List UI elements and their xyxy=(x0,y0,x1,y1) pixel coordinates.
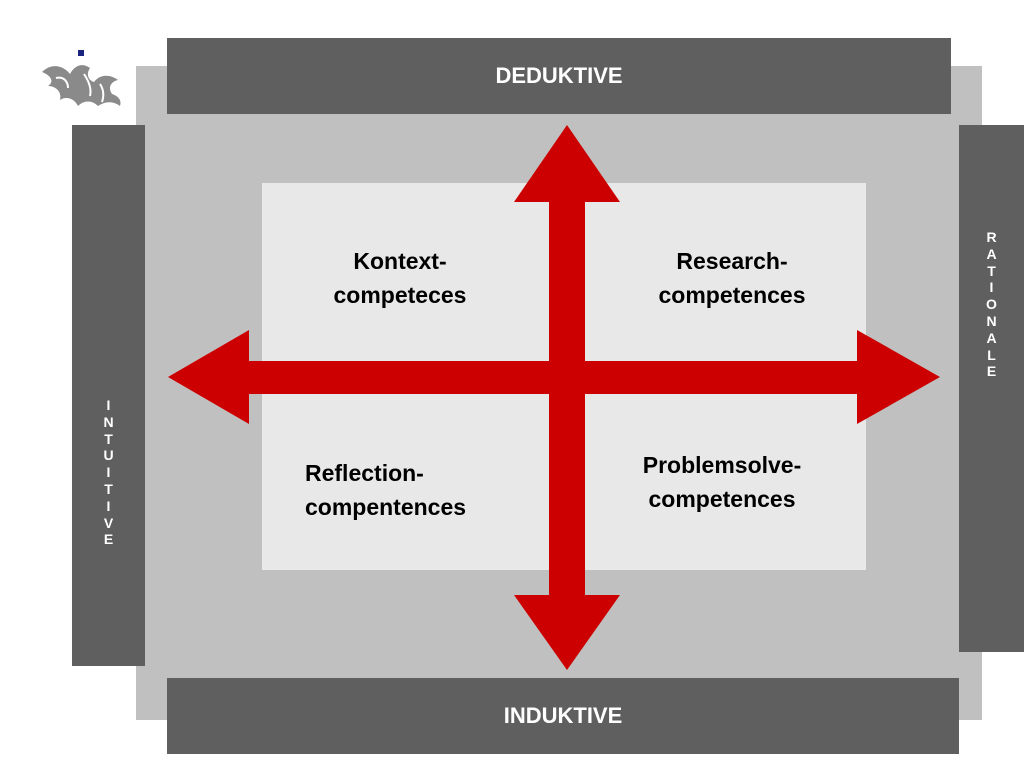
vertical-letter: V xyxy=(103,514,114,531)
flame-logo-icon xyxy=(42,50,121,106)
vertical-letter: I xyxy=(989,279,994,296)
vertical-letter: N xyxy=(103,413,114,430)
vertical-letter: I xyxy=(106,497,111,514)
inductive-label: INDUKTIVE xyxy=(503,703,623,728)
quadrant-line: Problemsolve- xyxy=(642,452,802,478)
vertical-letter: E xyxy=(986,363,997,380)
vertical-letter: T xyxy=(987,262,996,279)
horizontal-arrow xyxy=(168,330,940,424)
quadrant-reflection-competences: Reflection- compentences xyxy=(305,456,535,524)
quadrant-research-competences: Research- competences xyxy=(630,244,834,312)
vertical-letter: T xyxy=(104,430,113,447)
vertical-letter: L xyxy=(987,346,996,363)
quadrant-context-competences: Kontext- competeces xyxy=(300,244,500,312)
vertical-arrow xyxy=(514,125,620,670)
vertical-letter: I xyxy=(106,397,111,413)
quadrant-line: competences xyxy=(648,486,796,512)
quadrant-line: competeces xyxy=(333,282,467,308)
vertical-letter: O xyxy=(986,296,997,313)
vertical-letter: T xyxy=(104,480,113,497)
vertical-letter: A xyxy=(986,245,997,262)
deductive-label: DEDUKTIVE xyxy=(495,63,623,88)
quadrant-line: Research- xyxy=(676,248,788,274)
vertical-letter: U xyxy=(103,447,114,464)
inductive-bar: INDUKTIVE xyxy=(167,678,959,754)
quadrant-line: Reflection- xyxy=(305,460,424,486)
quadrant-line: Kontext- xyxy=(353,248,447,274)
vertical-letter: N xyxy=(986,312,997,329)
vertical-letter: R xyxy=(986,229,997,245)
quadrant-line: competences xyxy=(658,282,806,308)
quadrant-problemsolve-competences: Problemsolve- competences xyxy=(605,448,839,516)
vertical-letter: A xyxy=(986,329,997,346)
quadrant-line: compentences xyxy=(305,494,467,520)
vertical-letter: E xyxy=(103,531,114,548)
deductive-bar: DEDUKTIVE xyxy=(167,38,951,114)
vertical-letter: I xyxy=(106,464,111,481)
